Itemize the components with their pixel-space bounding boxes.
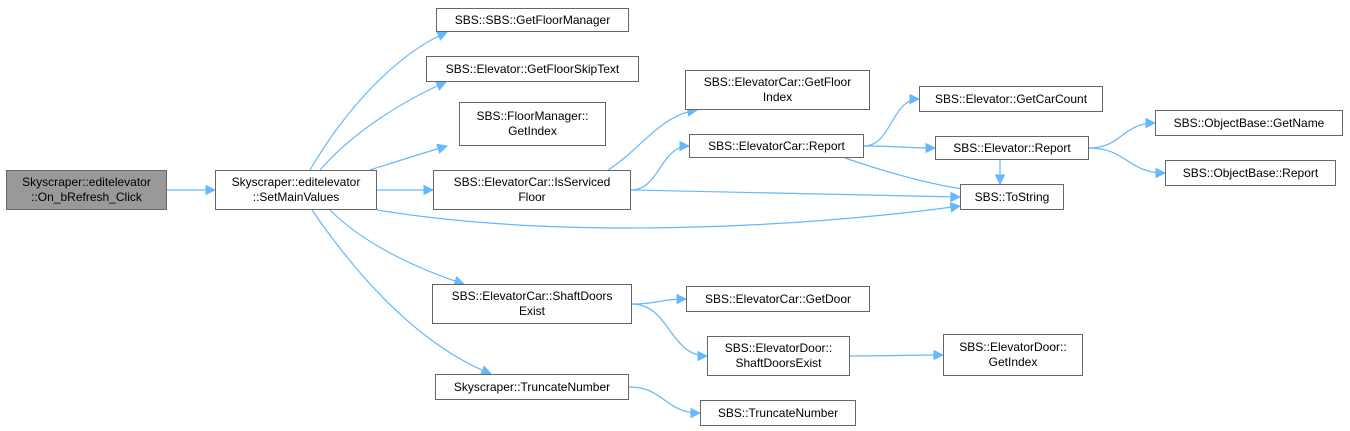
node-label-line: SBS::FloorManager::	[476, 109, 589, 123]
node-elev-report[interactable]: SBS::Elevator::Report	[935, 136, 1089, 160]
edge-setmain-to-tostring	[376, 201, 962, 229]
node-label-line: ::On_bRefresh_Click	[31, 190, 142, 204]
node-label-line: SBS::ElevatorCar::ShaftDoors	[451, 289, 613, 303]
node-setmain[interactable]: Skyscraper::editelevator::SetMainValues	[215, 170, 377, 210]
node-truncnum-sbs[interactable]: SBS::TruncateNumber	[700, 400, 856, 426]
edge-car-report-to-tostring	[844, 157, 972, 195]
node-label-line: ShaftDoorsExist	[735, 356, 822, 370]
node-label-line: Index	[762, 90, 793, 104]
node-label-line: GetIndex	[988, 355, 1038, 369]
node-truncnum-sky[interactable]: Skyscraper::TruncateNumber	[435, 374, 629, 400]
edge-truncnum-sky-to-truncnum-sbs	[628, 386, 702, 419]
node-door-getindex[interactable]: SBS::ElevatorDoor::GetIndex	[943, 334, 1083, 376]
edge-setmain-to-floorskip	[319, 80, 447, 171]
node-label-line: SBS::ElevatorDoor::	[724, 341, 833, 355]
edge-isserviced-to-tostring	[630, 189, 962, 203]
edge-elev-report-to-ob-report	[1088, 147, 1167, 179]
node-label-line: SBS::ElevatorCar::GetFloor	[703, 75, 852, 89]
node-tostring[interactable]: SBS::ToString	[960, 184, 1064, 210]
edge-elev-report-to-getname	[1088, 117, 1157, 149]
node-label-line: Floor	[518, 190, 546, 204]
node-label-line: SBS::Elevator::GetCarCount	[934, 91, 1088, 106]
node-label-line: SBS::Elevator::Report	[953, 140, 1071, 155]
node-floorskip[interactable]: SBS::Elevator::GetFloorSkipText	[426, 56, 639, 82]
node-label-line: SBS::ElevatorCar::GetDoor	[704, 291, 852, 306]
node-label-line: SBS::ObjectBase::GetName	[1173, 115, 1325, 130]
node-label-line: SBS::ElevatorDoor::	[959, 340, 1067, 354]
edge-setmain-to-fm-getindex	[369, 143, 449, 171]
edge-setmain-to-truncnum-sky	[311, 209, 492, 376]
node-label-line: Skyscraper::TruncateNumber	[453, 379, 611, 394]
node-getcarcount[interactable]: SBS::Elevator::GetCarCount	[919, 86, 1103, 112]
node-getdoor[interactable]: SBS::ElevatorCar::GetDoor	[686, 286, 870, 312]
node-getname[interactable]: SBS::ObjectBase::GetName	[1155, 110, 1343, 136]
edge-door-shaft-to-door-getindex	[849, 349, 945, 361]
node-label-line: Skyscraper::editelevator	[231, 175, 361, 189]
node-car-report[interactable]: SBS::ElevatorCar::Report	[689, 134, 864, 158]
edge-isserviced-to-getfloorindex	[607, 105, 699, 171]
edge-car-report-to-elev-report	[863, 142, 937, 154]
node-label-line: SBS::TruncateNumber	[717, 405, 839, 420]
node-root[interactable]: Skyscraper::editelevator::On_bRefresh_Cl…	[6, 170, 167, 210]
node-label-line: SBS::ObjectBase::Report	[1182, 165, 1319, 180]
node-label-line: SBS::Elevator::GetFloorSkipText	[445, 61, 620, 76]
node-label-line: Exist	[518, 304, 545, 318]
node-getfloormgr[interactable]: SBS::SBS::GetFloorManager	[436, 8, 629, 32]
node-label-line: Skyscraper::editelevator	[22, 175, 151, 189]
node-label-line: SBS::ToString	[974, 189, 1050, 204]
edge-isserviced-to-car-report	[630, 140, 691, 191]
node-label-line: ::SetMainValues	[252, 190, 340, 204]
edge-shaftdoors-to-door-shaft	[631, 303, 709, 362]
node-label-line: SBS::ElevatorCar::Report	[708, 138, 845, 153]
node-door-shaft[interactable]: SBS::ElevatorDoor::ShaftDoorsExist	[707, 336, 850, 376]
node-fm-getindex[interactable]: SBS::FloorManager::GetIndex	[459, 102, 606, 146]
edge-setmain-to-getfloormgr	[309, 30, 448, 171]
node-label-line: SBS::SBS::GetFloorManager	[454, 12, 611, 27]
node-label-line: GetIndex	[508, 124, 557, 138]
node-label-line: SBS::ElevatorCar::IsServiced	[453, 175, 611, 189]
edge-setmain-to-shaftdoors	[329, 209, 466, 287]
edge-shaftdoors-to-getdoor	[631, 293, 688, 305]
node-ob-report[interactable]: SBS::ObjectBase::Report	[1165, 160, 1336, 186]
edge-car-report-to-getcarcount	[863, 93, 921, 147]
